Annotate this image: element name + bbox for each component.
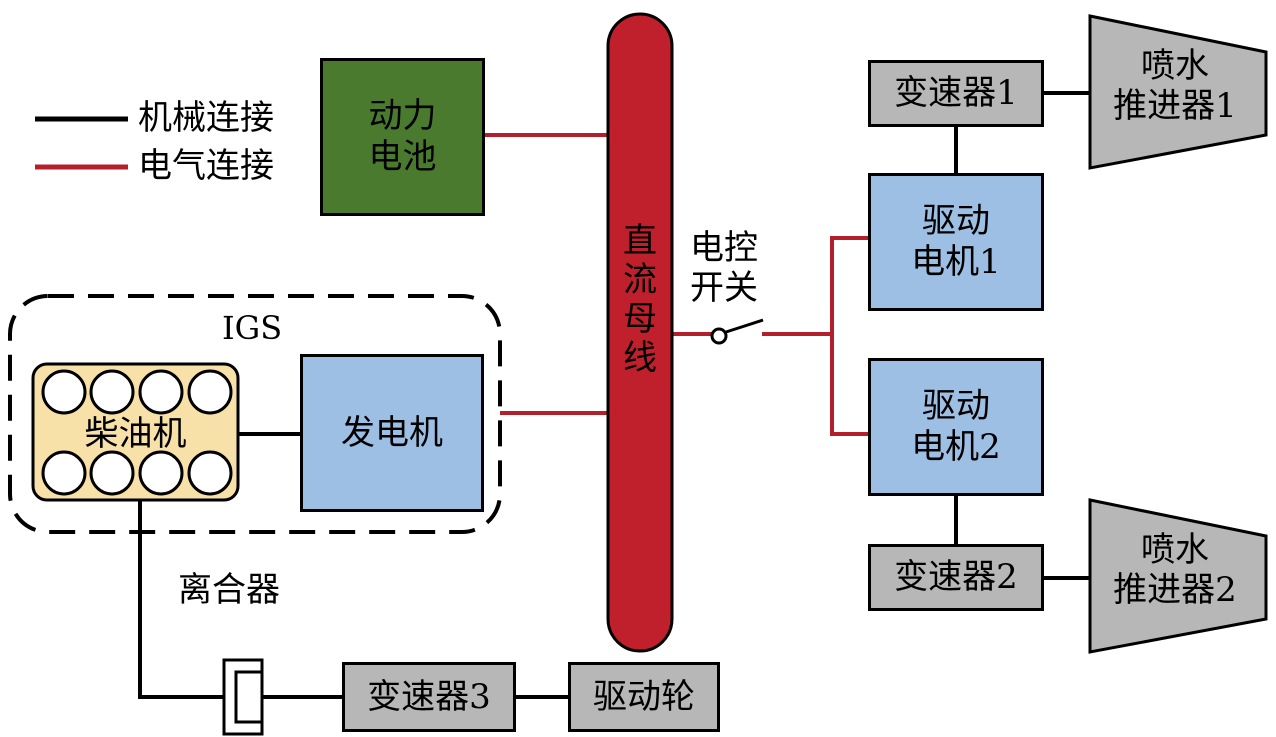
battery-box: 动力 电池 xyxy=(320,58,485,216)
cylinder xyxy=(138,450,184,496)
clutch-label: 离合器 xyxy=(178,570,280,610)
cylinder xyxy=(89,369,135,415)
cylinder xyxy=(187,450,233,496)
jet1-label: 喷水 推进器1 xyxy=(1113,46,1237,127)
gearbox3-box: 变速器3 xyxy=(342,662,516,732)
cylinder xyxy=(89,450,135,496)
motor-branch-wire xyxy=(830,236,868,436)
switch-label: 电控 开关 xyxy=(690,228,758,309)
cylinder xyxy=(41,369,87,415)
engine-label: 柴油机 xyxy=(84,414,187,454)
motor1-box: 驱动 电机1 xyxy=(868,173,1044,311)
cylinder xyxy=(187,369,233,415)
legend-mechanical-label: 机械连接 xyxy=(138,98,274,138)
igs-group-border xyxy=(8,294,502,534)
clutch-inner xyxy=(234,670,264,724)
cylinder xyxy=(41,450,87,496)
jet2-label: 喷水 推进器2 xyxy=(1113,530,1237,611)
dc-bus-bar xyxy=(606,12,674,653)
cylinder xyxy=(138,369,184,415)
gearbox1-box: 变速器1 xyxy=(868,60,1044,127)
drive-wheel-box: 驱动轮 xyxy=(568,662,720,732)
igs-label: IGS xyxy=(222,309,283,347)
jet2-shape xyxy=(1088,498,1268,654)
dc-bus-label: 直 流 母 线 xyxy=(623,221,657,379)
jet1-shape xyxy=(1088,14,1268,170)
switch-blade xyxy=(725,318,764,334)
legend-electrical-label: 电气连接 xyxy=(138,146,274,186)
generator-box: 发电机 xyxy=(300,354,484,512)
gearbox2-box: 变速器2 xyxy=(868,544,1044,611)
switch-contact xyxy=(710,327,728,345)
engine-cylinders xyxy=(41,369,233,496)
motor2-box: 驱动 电机2 xyxy=(868,358,1044,496)
engine-clutch-shaft xyxy=(138,500,226,699)
